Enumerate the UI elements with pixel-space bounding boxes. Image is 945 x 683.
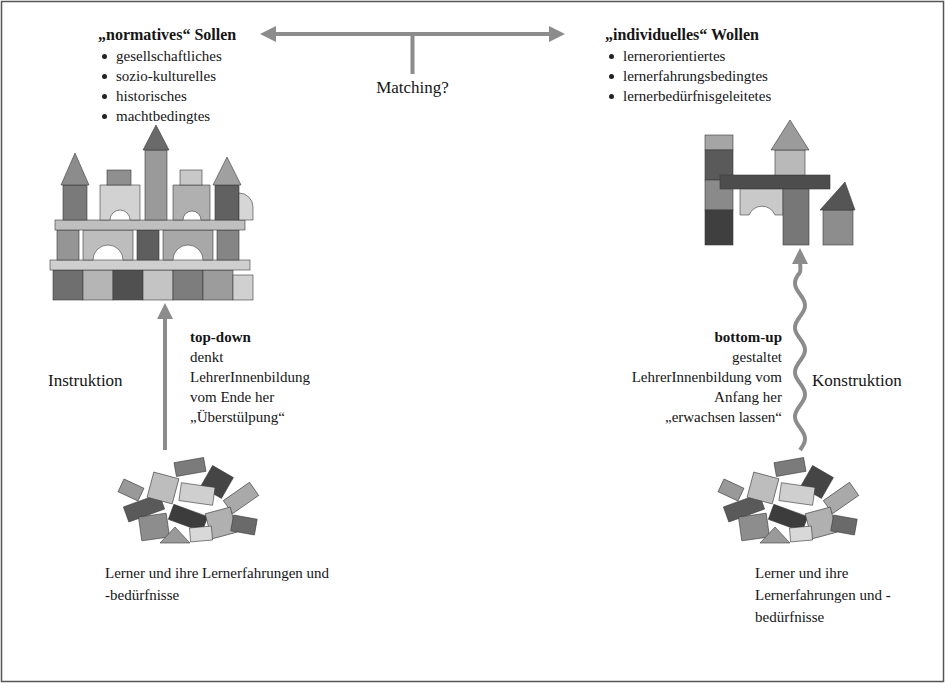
text-group: „individuelles“ Wollen lernerorientiertes… <box>605 24 771 106</box>
bullet-dot <box>102 114 107 119</box>
block-castle-small <box>783 189 809 245</box>
list-heading: „normatives“ Sollen <box>98 24 236 46</box>
process-label: Konstruktion <box>812 371 902 391</box>
heading-list: „normatives“ Sollen gesellschaftliches soz… <box>40 18 260 303</box>
connector-group <box>165 34 805 450</box>
block-castle-large <box>50 260 250 270</box>
block-castle-large <box>215 185 239 220</box>
block-castle-large <box>217 230 239 260</box>
block-castle-large <box>173 185 210 220</box>
caption-text: Lerner und ihre Lernerfahrungen und -bed… <box>105 562 335 606</box>
label-group: top-downdenkt LehrerInnenbildung vom End… <box>190 327 340 427</box>
list-heading: „individuelles“ Wollen <box>605 24 771 46</box>
bullet-dot <box>609 94 614 99</box>
block-castle-small <box>705 120 855 245</box>
quote-text: „Überstülpung“ <box>190 407 340 427</box>
bullet-text: machtbedingtes <box>116 108 210 124</box>
block-castle-small <box>771 120 809 150</box>
bullet-item: lernerbedürfnisgeleitetes <box>605 86 771 106</box>
bullet-text: gesellschaftliches <box>116 48 222 64</box>
description-text: denkt LehrerInnenbildung vom Ende her <box>190 347 340 407</box>
process-label: Instruktion <box>48 371 123 391</box>
label-group: bottom-upgestaltet LehrerInnenbildung vo… <box>612 327 782 427</box>
bullet-text: lernerfahrungsbedingtes <box>623 68 768 84</box>
arrow-connector <box>163 309 167 450</box>
block-pile <box>718 458 859 543</box>
block-castle-large <box>50 125 253 300</box>
block-castle-large <box>57 230 79 260</box>
block-castle-small <box>705 135 733 150</box>
bullet-dot <box>609 74 614 79</box>
block-castle-large <box>83 230 133 260</box>
block-castle-small <box>775 150 805 175</box>
description-text: gestaltet LehrerInnenbildung vom Anfang … <box>612 347 782 407</box>
connector-stem <box>411 34 415 74</box>
bullet-item: sozio-kulturelles <box>98 66 236 86</box>
block-castle-large <box>145 150 167 220</box>
block-castle-small <box>705 210 733 245</box>
bullet-dot <box>609 54 614 59</box>
bullet-item: historisches <box>98 86 236 106</box>
bullet-dot <box>102 94 107 99</box>
direction-label: top-down <box>190 327 340 347</box>
heading-list: „individuelles“ Wollen lernerorientiertes… <box>565 18 870 248</box>
block-castle-large <box>213 157 241 185</box>
block-castle-large <box>137 230 159 260</box>
learner-pile: Lerner und ihre Lernerfahrungen und -bed… <box>100 450 340 610</box>
caption-text: Lerner und ihre Lernerfahrungen und -bed… <box>755 562 925 628</box>
block-castle-large <box>173 270 203 300</box>
block-pile <box>118 458 259 543</box>
block-castle-large <box>113 270 143 300</box>
bullet-dot <box>102 74 107 79</box>
block-castle-large <box>143 270 173 300</box>
block-castle-small <box>820 182 855 210</box>
block-castle-large <box>53 270 83 300</box>
block-castle-large <box>63 185 87 220</box>
block-castle-large <box>55 220 245 230</box>
block-castle-small <box>823 210 853 245</box>
block-castle-large <box>180 170 202 185</box>
text-group: Lerner und ihre Lernerfahrungen und -bed… <box>755 562 925 628</box>
block-castle-large <box>233 275 253 300</box>
block-castle-small <box>720 175 830 189</box>
text-group: „normatives“ Sollen gesellschaftliches soz… <box>98 24 236 126</box>
block-castle-large <box>100 185 140 220</box>
bullet-dot <box>102 54 107 59</box>
block-castle-large <box>143 125 169 150</box>
direction-label: bottom-up <box>612 327 782 347</box>
block-castle-large <box>61 153 89 185</box>
bullet-item: lernerorientiertes <box>605 46 771 66</box>
bullet-item: machtbedingtes <box>98 106 236 126</box>
block-castle-large <box>239 193 253 220</box>
block-castle-large <box>83 270 113 300</box>
bullet-text: sozio-kulturelles <box>116 68 216 84</box>
quote-text: „erwachsen lassen“ <box>612 407 782 427</box>
block-castle-small <box>740 189 783 215</box>
bullet-text: lernerorientiertes <box>623 48 725 64</box>
edge-label: Matching? <box>374 78 451 98</box>
bullet-text: lernerbedürfnisgeleitetes <box>623 88 771 104</box>
arrow-connector <box>795 254 805 450</box>
bullet-item: lernerfahrungsbedingtes <box>605 66 771 86</box>
bullet-text: historisches <box>116 88 187 104</box>
bullet-item: gesellschaftliches <box>98 46 236 66</box>
block-castle-large <box>203 270 233 300</box>
block-castle-large <box>163 230 213 260</box>
block-castle-large <box>107 170 131 185</box>
learner-pile: Lerner und ihre Lernerfahrungen und -bed… <box>715 450 930 632</box>
text-group: Lerner und ihre Lernerfahrungen und -bed… <box>105 562 335 606</box>
